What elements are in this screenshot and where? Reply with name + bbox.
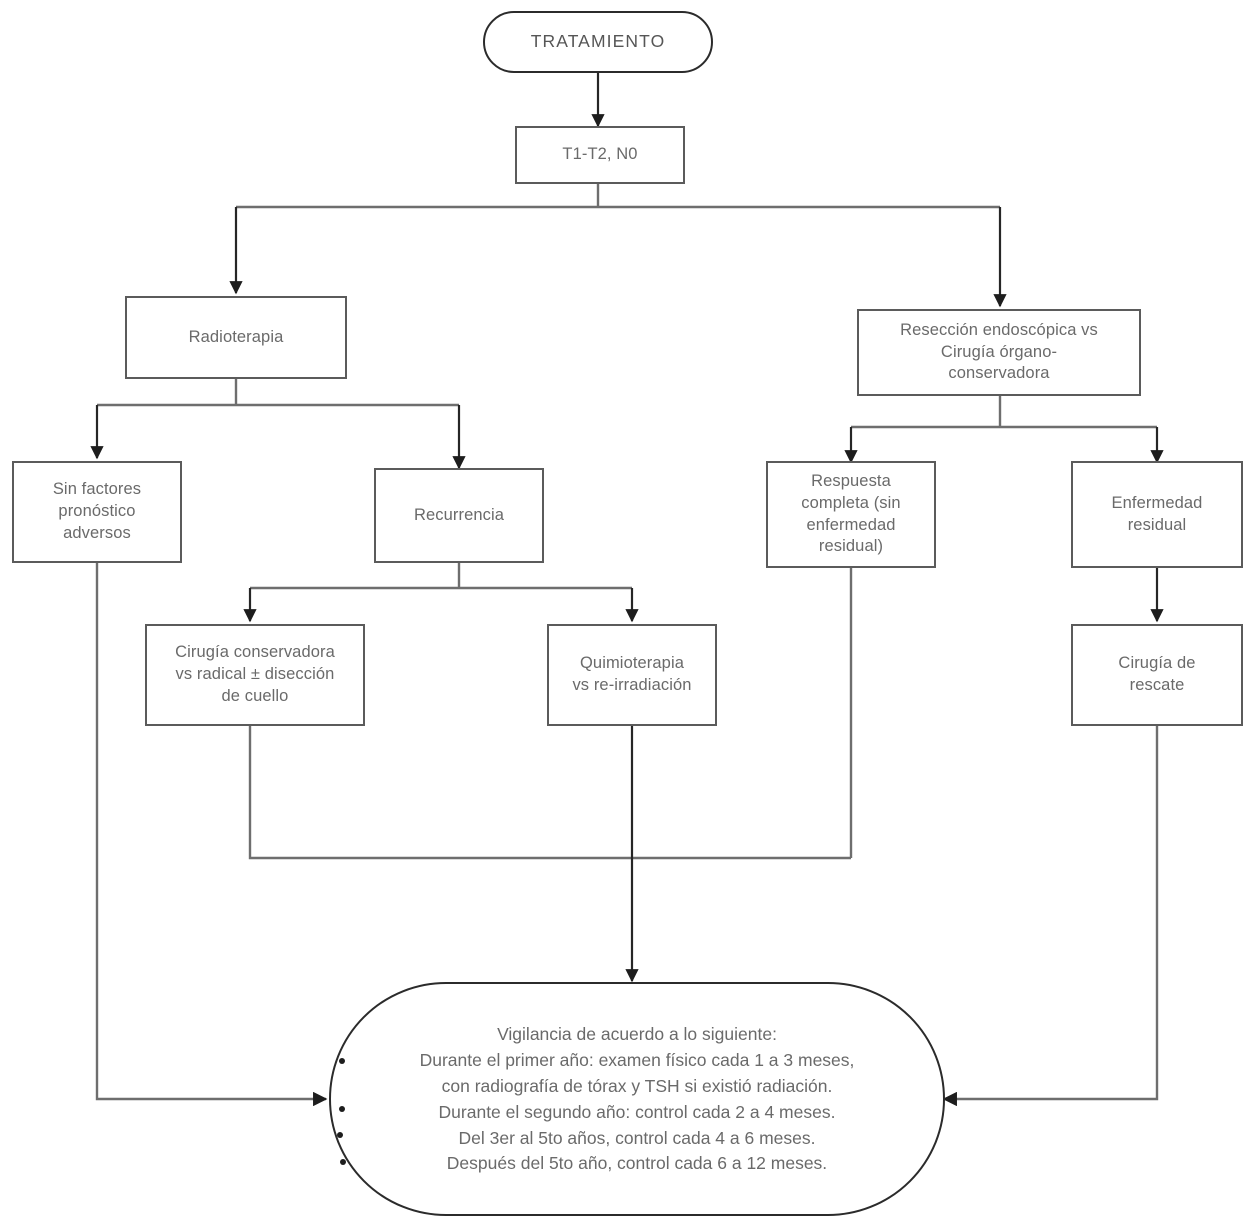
edge-no-adverse-to-surveillance bbox=[95, 562, 328, 1107]
node-surveillance-shape bbox=[329, 982, 945, 1216]
node-start-shape bbox=[483, 11, 713, 73]
edge-salvage-surgery-to-surveillance bbox=[942, 725, 1159, 1107]
node-no-adverse-shape bbox=[12, 461, 182, 563]
bullet-dot-2 bbox=[339, 1106, 345, 1112]
node-chemotherapy-shape bbox=[547, 624, 717, 726]
edge-conservative-surgery-to-merge bbox=[248, 725, 851, 860]
bullet-dot-3 bbox=[337, 1132, 343, 1138]
bullet-dot-1 bbox=[339, 1058, 345, 1064]
node-endoscopic-shape bbox=[857, 309, 1141, 396]
bullet-dot-4 bbox=[340, 1159, 346, 1165]
node-residual-disease-shape bbox=[1071, 461, 1243, 568]
node-salvage-surgery-shape bbox=[1071, 624, 1243, 726]
node-conservative-surgery-shape bbox=[145, 624, 365, 726]
node-recurrence-shape bbox=[374, 468, 544, 563]
node-stage-shape bbox=[515, 126, 685, 184]
node-radiotherapy-shape bbox=[125, 296, 347, 379]
node-complete-response-shape bbox=[766, 461, 936, 568]
